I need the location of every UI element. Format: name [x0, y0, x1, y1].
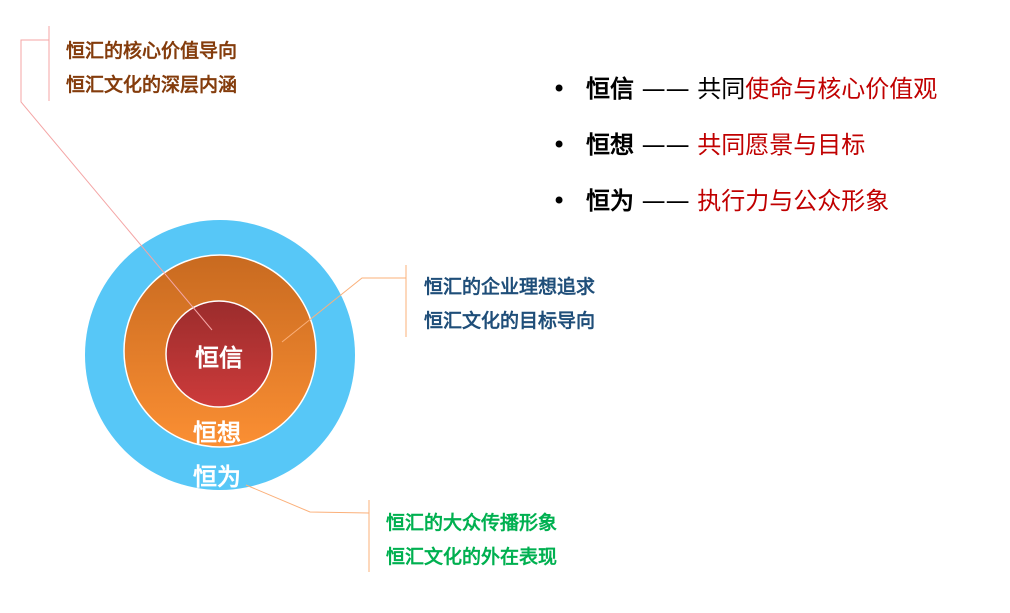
- outer-label: 恒为: [193, 463, 241, 491]
- callout-image-line2: 恒汇文化的外在表现: [386, 546, 558, 568]
- bullet-dot-icon: •: [552, 75, 567, 103]
- bullet-list: • 恒信 —— 共同使命与核心价值观 • 恒想 —— 共同愿景与目标 • 恒为 —— …: [552, 70, 937, 238]
- inner-circle: [165, 300, 273, 408]
- bullet-highlight: 使命与核心价值观: [745, 75, 938, 103]
- callout-image: 恒汇的大众传播形象 恒汇文化的外在表现: [386, 506, 557, 574]
- callout-ideal-line1: 恒汇的企业理想追求: [424, 276, 596, 298]
- bullet-item: • 恒为 —— 执行力与公众形象: [552, 182, 937, 238]
- bullet-keyword: 恒为: [586, 187, 634, 215]
- callout-core-line1: 恒汇的核心价值导向: [66, 40, 238, 62]
- bullet-dot-icon: •: [552, 187, 567, 215]
- callout-leader-image: [245, 484, 370, 514]
- bullet-item: • 恒信 —— 共同使命与核心价值观: [552, 70, 937, 126]
- callout-ideal: 恒汇的企业理想追求 恒汇文化的目标导向: [424, 270, 595, 338]
- middle-label: 恒想: [193, 419, 241, 447]
- bullet-keyword: 恒想: [586, 131, 634, 159]
- bullet-highlight: 执行力与公众形象: [697, 187, 890, 215]
- bullet-separator: ——: [634, 75, 698, 103]
- bullet-separator: ——: [634, 131, 698, 159]
- callout-ideal-line2: 恒汇文化的目标导向: [424, 310, 596, 332]
- bullet-dot-icon: •: [552, 131, 567, 159]
- bullet-plain: 共同: [697, 75, 746, 103]
- callout-leader-ideal: [281, 277, 406, 343]
- bullet-keyword: 恒信: [586, 75, 634, 103]
- callout-leader-core: [20, 39, 213, 331]
- callout-image-line1: 恒汇的大众传播形象: [386, 512, 558, 534]
- bullet-item: • 恒想 —— 共同愿景与目标: [552, 126, 937, 182]
- callout-core-line2: 恒汇文化的深层内涵: [66, 74, 238, 96]
- bullet-highlight: 共同愿景与目标: [697, 131, 866, 159]
- callout-core: 恒汇的核心价值导向 恒汇文化的深层内涵: [66, 34, 237, 102]
- inner-label: 恒信: [195, 344, 243, 372]
- bullet-separator: ——: [634, 187, 698, 215]
